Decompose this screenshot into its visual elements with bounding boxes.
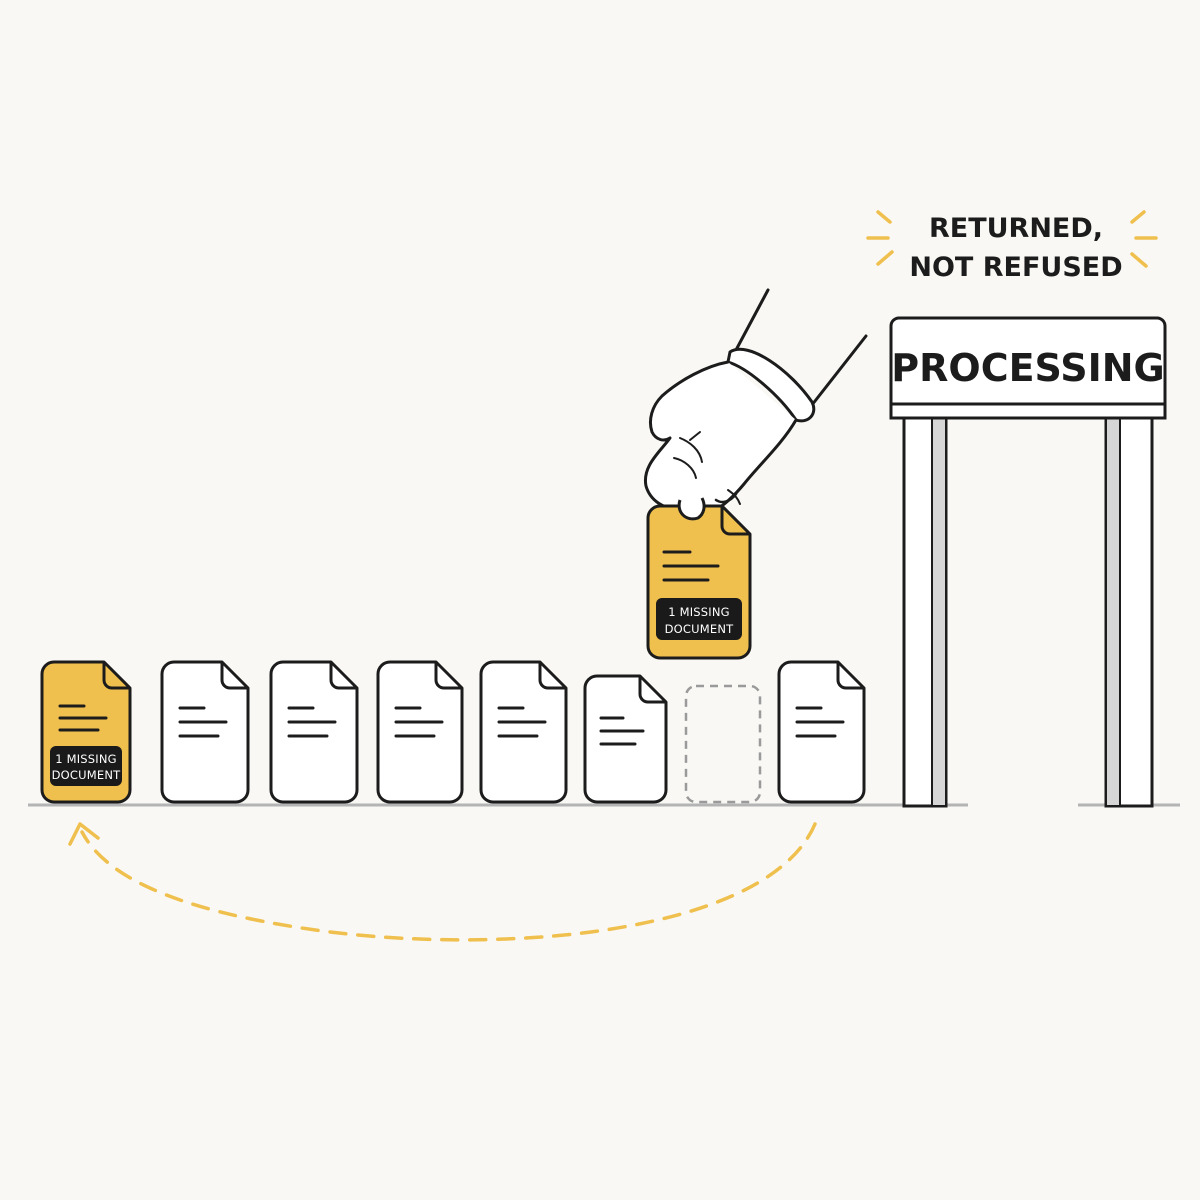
hand-icon [643,288,868,520]
held-document: 1 MISSING DOCUMENT [646,492,752,660]
document-icon [160,660,250,804]
tag-line-1: 1 MISSING [668,605,730,619]
tag-line-1: 1 MISSING [55,752,117,766]
document-queue [160,660,866,804]
tag-line-2: DOCUMENT [665,622,735,636]
missing-document-tag [656,598,742,640]
document-icon [269,660,359,804]
document-icon [479,660,568,804]
gate-icon: PROCESSING [889,316,1167,808]
emphasis-mark [1130,252,1148,268]
callout-line-2: NOT REFUSED [909,252,1122,283]
returned-document: 1 MISSING DOCUMENT [40,660,132,804]
document-icon [777,660,866,804]
emphasis-mark [1130,210,1146,224]
document-icon [376,660,464,804]
dashed-arrow-icon [68,822,817,942]
emphasis-mark [876,210,892,224]
tag-line-2: DOCUMENT [52,768,122,782]
callout: RETURNED, NOT REFUSED [866,210,1158,283]
processing-label: PROCESSING [891,346,1164,390]
emphasis-mark [876,250,894,266]
callout-line-1: RETURNED, [929,213,1103,244]
empty-slot-placeholder [684,684,762,804]
missing-document-tag [50,746,122,786]
document-icon [583,674,668,804]
